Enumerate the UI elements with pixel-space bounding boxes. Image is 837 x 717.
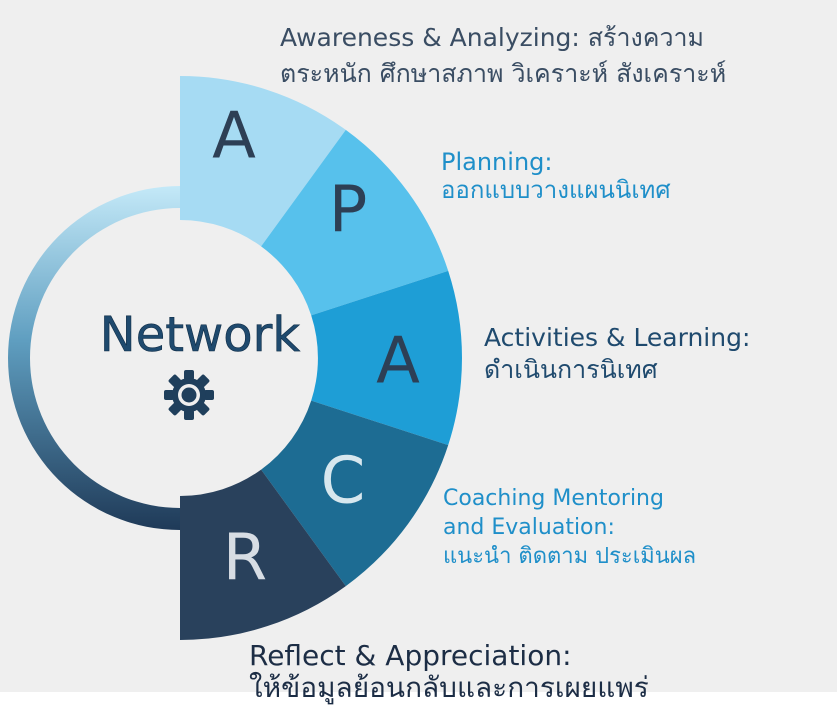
caption-reflect: Reflect & Appreciation: ให้ข้อมูลย้อนกลั… (249, 640, 649, 704)
segment-letter-a: A (212, 100, 256, 174)
segment-awareness (180, 76, 346, 247)
segment-reflect (180, 469, 346, 640)
segment-letter-r: R (223, 522, 267, 596)
caption-planning-line-1: Planning: (441, 148, 553, 176)
caption-coaching-line-2: and Evaluation: (443, 515, 615, 540)
caption-coaching-line-1: Coaching Mentoring (443, 486, 664, 511)
gear-icon (164, 370, 214, 420)
caption-planning: Planning: ออกแบบวางแผนนิเทศ (441, 148, 671, 204)
segment-planning (261, 129, 449, 316)
caption-awareness-line-1: Awareness & Analyzing: สร้างความ (280, 23, 704, 52)
caption-coaching-line-3: แนะนำ ติดตาม ประเมินผล (443, 544, 697, 569)
segment-letter-c: C (321, 445, 366, 519)
caption-reflect-line-1: Reflect & Appreciation: (249, 639, 572, 672)
caption-awareness-line-2: ตระหนัก ศึกษาสภาพ วิเคราะห์ สังเคราะห์ (280, 59, 727, 88)
hub-title: Network (100, 307, 301, 363)
caption-activities: Activities & Learning: ดำเนินการนิเทศ (484, 322, 750, 386)
caption-activities-line-1: Activities & Learning: (484, 323, 751, 352)
caption-reflect-line-2: ให้ข้อมูลย้อนกลับและการเผยแพร่ (249, 671, 649, 704)
segment-activities (311, 270, 462, 446)
caption-planning-line-2: ออกแบบวางแผนนิเทศ (441, 176, 671, 204)
segment-letter-p: P (329, 174, 368, 248)
segment-letter-a2: A (376, 325, 420, 399)
segment-coaching (261, 400, 449, 587)
network-ring (8, 186, 180, 530)
caption-awareness: Awareness & Analyzing: สร้างความ ตระหนัก… (280, 20, 726, 92)
caption-coaching: Coaching Mentoring and Evaluation: แนะนำ… (443, 484, 696, 571)
caption-activities-line-2: ดำเนินการนิเทศ (484, 355, 658, 384)
apacr-segments (180, 76, 462, 640)
